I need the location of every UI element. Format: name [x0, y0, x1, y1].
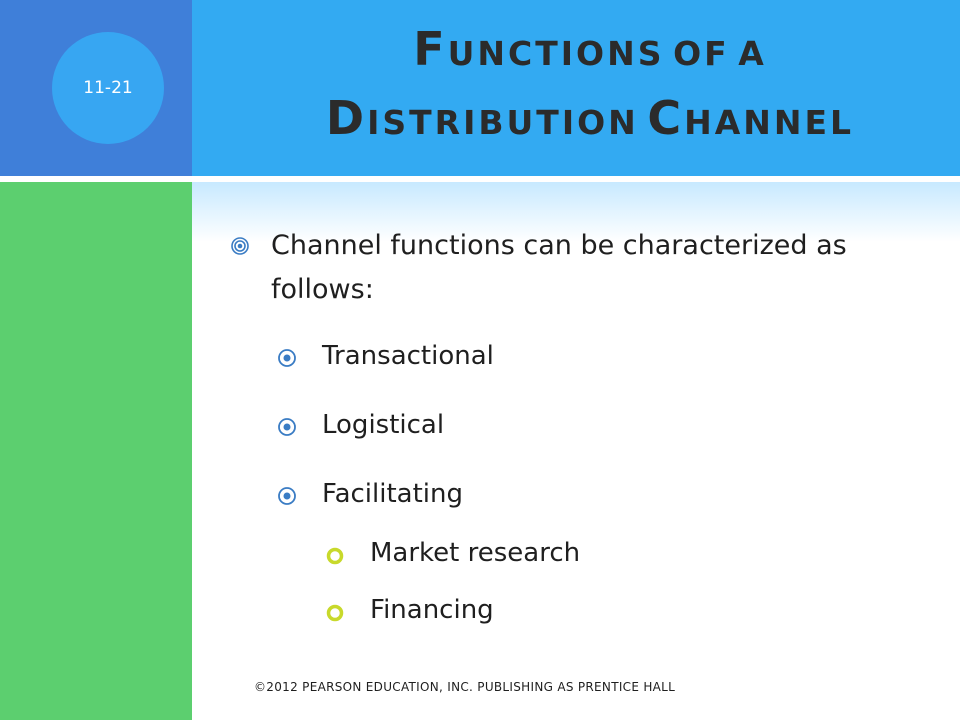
title-word-rest: ISTRIBUTION	[367, 103, 639, 142]
circle-dot-bullet-icon	[278, 418, 296, 436]
title-line-2: DISTRIBUTION CHANNEL	[210, 89, 960, 158]
circle-dot-bullet-icon	[278, 487, 296, 505]
slide-number: 11-21	[83, 78, 133, 98]
title-word: OF	[673, 34, 730, 73]
circle-dot-bullet-icon	[278, 349, 296, 367]
title-band	[192, 0, 960, 176]
bullet-logistical: Logistical	[322, 410, 445, 440]
title-word-cap: C	[647, 91, 685, 145]
bullet-transactional: Transactional	[322, 341, 494, 371]
title-word-rest: UNCTIONS	[447, 34, 665, 73]
target-bullet-icon	[231, 237, 249, 255]
bullet-level1: Channel functions can be characterized a…	[271, 230, 847, 305]
sidebar-bottom-panel	[0, 176, 192, 720]
slide-title: FUNCTIONS OF A DISTRIBUTION CHANNEL	[210, 20, 960, 158]
ring-bullet-icon	[326, 547, 344, 565]
title-word-cap: D	[325, 91, 368, 145]
divider-line	[0, 176, 960, 182]
gradient-fade	[192, 182, 960, 242]
slide-number-badge: 11-21	[52, 32, 164, 144]
bullet-market-research: Market research	[370, 538, 581, 568]
title-word-rest: HANNEL	[684, 103, 855, 142]
bullet-facilitating: Facilitating	[322, 479, 463, 509]
bullet-financing: Financing	[370, 595, 494, 625]
copyright-footer: ©2012 PEARSON EDUCATION, INC. PUBLISHING…	[254, 680, 676, 694]
ring-bullet-icon	[326, 604, 344, 622]
title-line-1: FUNCTIONS OF A	[210, 20, 960, 89]
title-word: A	[738, 34, 767, 73]
title-word-cap: F	[413, 22, 448, 76]
